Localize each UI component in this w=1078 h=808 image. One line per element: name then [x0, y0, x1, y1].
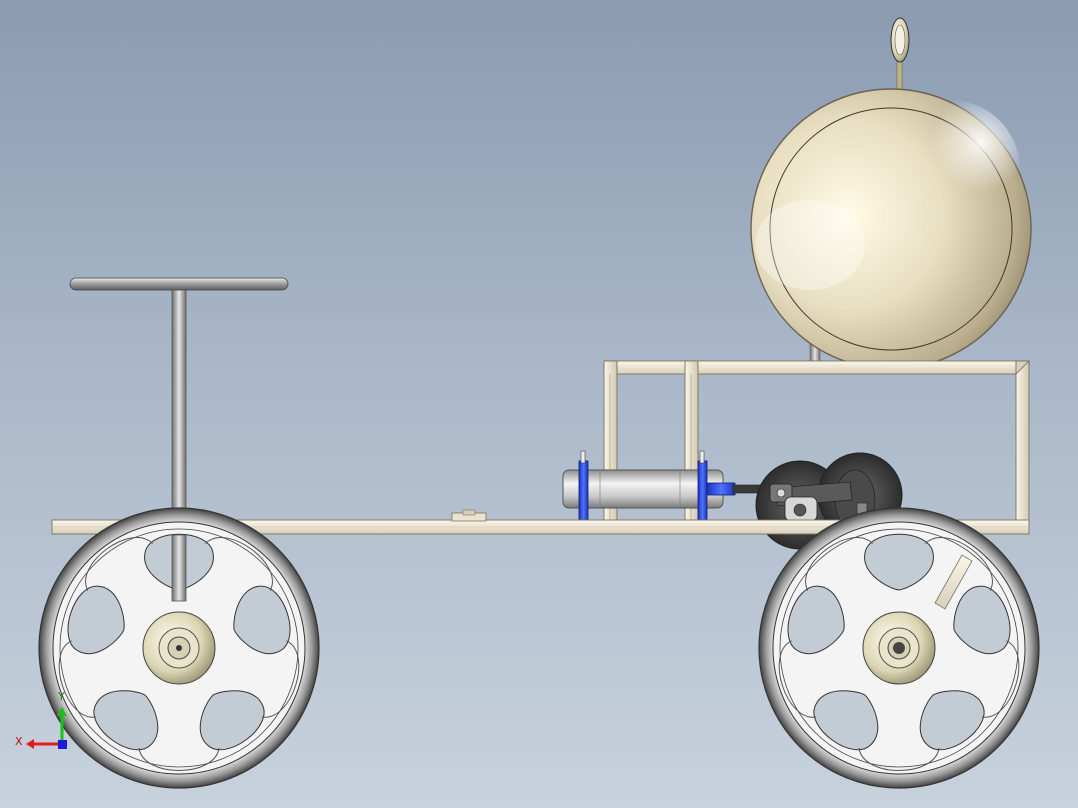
x-axis-label: X — [15, 735, 23, 748]
front-wheel — [38, 507, 320, 789]
seat-post-lower — [171, 534, 187, 602]
rear-wheel — [758, 507, 1040, 789]
rear-brace — [934, 554, 973, 610]
seat-pad — [69, 277, 289, 291]
air-tank — [750, 88, 1032, 370]
axis-triad — [26, 707, 67, 749]
pressure-gauge — [890, 17, 910, 92]
pneumatic-cylinder — [562, 450, 774, 521]
y-axis-label: Y — [58, 690, 65, 703]
